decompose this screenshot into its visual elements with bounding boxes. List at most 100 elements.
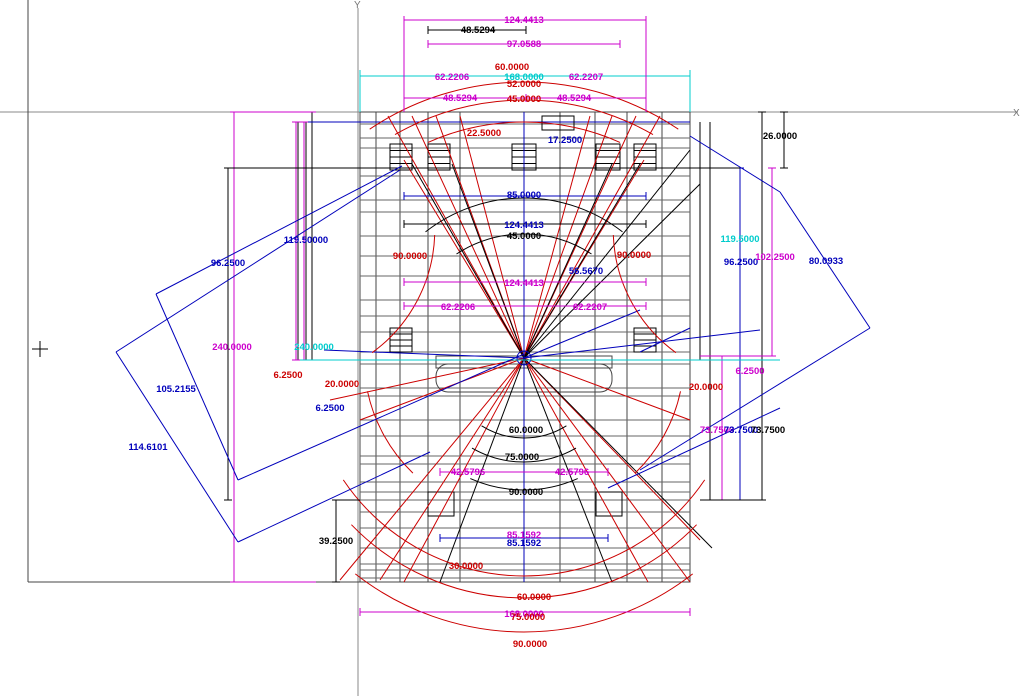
dimension-label: 39.2500 bbox=[319, 536, 353, 547]
dimension-label: 60.0000 bbox=[509, 425, 543, 436]
dimension-line bbox=[115, 169, 401, 353]
construction-ray bbox=[523, 357, 713, 549]
dimension-labels: 124.4413 48.5294 97.0588 60.0000 62.2206 168.… bbox=[128, 15, 843, 650]
dimension-label: 48.5294 bbox=[557, 93, 592, 104]
angle-arc bbox=[471, 447, 577, 463]
angle-arc bbox=[354, 573, 694, 633]
construction-ray bbox=[379, 357, 525, 581]
dimension-label: 96.2500 bbox=[724, 257, 758, 268]
center-marker bbox=[516, 350, 532, 366]
dimension-label: 97.0588 bbox=[507, 39, 541, 50]
dimension-label: 75.0000 bbox=[511, 612, 545, 623]
construction-ray bbox=[523, 357, 691, 583]
dimension-line bbox=[639, 327, 691, 353]
dimension-label: 90.0000 bbox=[393, 251, 427, 262]
dimension-label: 119.5000 bbox=[720, 234, 759, 245]
construction-ray bbox=[523, 115, 613, 359]
dimension-label: 62.2206 bbox=[435, 72, 469, 83]
dimension-label: 168.0000 bbox=[504, 609, 544, 620]
floor-plan-frame bbox=[297, 111, 711, 583]
dimension-line bbox=[779, 191, 871, 329]
construction-ray bbox=[523, 357, 613, 583]
dimension-label: 240.0000 bbox=[294, 342, 334, 353]
construction-ray bbox=[323, 349, 525, 359]
angle-arc bbox=[427, 121, 621, 143]
angle-arc bbox=[470, 478, 578, 491]
dimension-label: 60.0000 bbox=[495, 62, 529, 73]
dimension-label: 168.0000 bbox=[504, 72, 544, 83]
angle-arc bbox=[634, 391, 681, 474]
dimension-label: 124.4413 bbox=[504, 278, 544, 289]
construction-ray bbox=[403, 357, 525, 583]
dimension-label: 48.5294 bbox=[461, 25, 496, 36]
dimension-label: 45.0000 bbox=[507, 231, 541, 242]
dimension-label: 102.2500 bbox=[755, 252, 795, 263]
angle-arc bbox=[394, 99, 654, 136]
furniture-block bbox=[427, 491, 455, 517]
dimension-label: 20.0000 bbox=[689, 382, 723, 393]
construction-ray bbox=[523, 357, 649, 583]
dimension-label: 73.7500 bbox=[700, 425, 734, 436]
furniture-blocks bbox=[389, 115, 657, 517]
construction-ray bbox=[523, 115, 661, 359]
dimension-label: 73.7500 bbox=[724, 425, 758, 436]
dimension-label: 17.2500 bbox=[548, 135, 582, 146]
dimension-line bbox=[689, 135, 781, 193]
y-axis-label: Y bbox=[354, 0, 361, 11]
dimension-label: 90.0000 bbox=[617, 250, 651, 261]
construction-ray bbox=[359, 357, 525, 421]
dimension-label: 124.4413 bbox=[504, 220, 544, 231]
dimension-line bbox=[607, 407, 781, 489]
dimension-label: 62.2206 bbox=[441, 302, 475, 313]
dimension-label: 85.0000 bbox=[507, 190, 541, 201]
dimension-label: 80.0933 bbox=[809, 256, 843, 267]
construction-ray bbox=[459, 115, 525, 359]
angle-arc bbox=[367, 391, 414, 474]
dimension-label: 48.5294 bbox=[443, 93, 478, 104]
furniture-block bbox=[595, 491, 623, 517]
dimension-label: 114.6101 bbox=[128, 442, 168, 453]
construction-ray bbox=[523, 329, 761, 359]
construction-ray bbox=[523, 115, 591, 359]
angle-arc bbox=[612, 234, 677, 354]
construction-ray bbox=[523, 183, 701, 359]
crosshair-icon bbox=[32, 341, 48, 357]
construction-ray bbox=[439, 357, 525, 583]
outer-frame bbox=[359, 111, 691, 583]
dimension-line bbox=[155, 293, 239, 481]
dimension-line bbox=[155, 165, 403, 295]
dimension-line bbox=[237, 451, 431, 543]
dimension-label: 26.0000 bbox=[763, 131, 797, 142]
dimension-label: 60.0000 bbox=[517, 592, 551, 603]
angle-arc bbox=[456, 233, 592, 255]
construction-rays bbox=[323, 112, 761, 583]
dimension-label: 42.5796 bbox=[555, 467, 589, 478]
dimension-label: 42.5796 bbox=[451, 467, 485, 478]
angle-arc bbox=[425, 197, 623, 233]
dimension-label: 62.2207 bbox=[573, 302, 607, 313]
dimension-label: 105.2155 bbox=[156, 384, 196, 395]
dimension-label: 124.4413 bbox=[504, 15, 544, 26]
dimension-label: 73.7500 bbox=[751, 425, 785, 436]
dimension-line bbox=[115, 351, 239, 543]
dimension-label: 30.0000 bbox=[449, 561, 483, 572]
dimension-label: 90.0000 bbox=[513, 639, 547, 650]
construction-ray bbox=[387, 115, 525, 359]
dimension-label: 6.2500 bbox=[735, 366, 764, 377]
dimension-label: 119.50000 bbox=[284, 235, 328, 246]
dimension-label: 6.2500 bbox=[315, 403, 344, 414]
dimension-label: 85.1592 bbox=[507, 530, 541, 541]
construction-ray bbox=[523, 309, 641, 359]
construction-ray bbox=[329, 357, 525, 401]
x-axis-label: X bbox=[1013, 108, 1020, 119]
dimension-lines bbox=[115, 16, 871, 616]
dimension-label: 56.5670 bbox=[569, 266, 603, 277]
dimension-line bbox=[237, 353, 525, 481]
angle-arc bbox=[342, 479, 706, 577]
dimension-label: 85.1592 bbox=[507, 538, 541, 549]
angle-arc bbox=[369, 81, 679, 130]
dimension-label: 90.0000 bbox=[509, 487, 543, 498]
dimension-label: 52.0000 bbox=[507, 79, 541, 90]
